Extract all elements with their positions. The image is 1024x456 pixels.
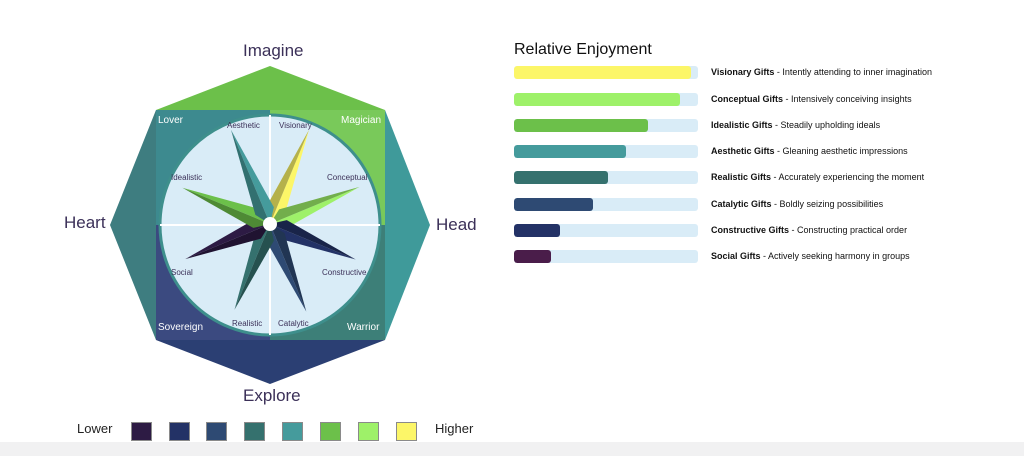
spoke-conceptual-light [270, 186, 360, 228]
spoke-catalytic-light [266, 224, 307, 312]
bar-track [514, 224, 698, 237]
center-dot [263, 217, 277, 231]
spoke-realistic-dark [234, 224, 274, 310]
gift-label-idealistic: Idealistic [171, 173, 203, 182]
corner-sovereign: Sovereign [158, 322, 204, 333]
bar-track [514, 93, 698, 106]
bar-track [514, 119, 698, 132]
row-label: Aesthetic Gifts - Gleaning aesthetic imp… [711, 146, 908, 156]
row-label: Constructive Gifts - Constructing practi… [711, 225, 908, 235]
explore-segment [156, 340, 385, 384]
spoke-constructive-dark [270, 220, 356, 260]
corner-lover: Lover [158, 115, 184, 126]
bar-track [514, 198, 698, 211]
heart-segment [110, 110, 156, 340]
gift-label-catalytic: Catalytic [278, 319, 309, 328]
corner-magician: Magician [341, 115, 382, 126]
bar-fill [514, 198, 594, 211]
row-label: Realistic Gifts - Accurately experiencin… [711, 172, 925, 182]
row-label: Visionary Gifts - Intently attending to … [711, 67, 932, 77]
row-label: Catalytic Gifts - Boldly seizing possibi… [711, 199, 884, 209]
enjoyment-title: Relative Enjoyment [514, 41, 652, 58]
bar-track [514, 250, 698, 263]
gift-star [182, 129, 360, 312]
spoke-aesthetic-dark [230, 129, 270, 224]
bar-track [514, 171, 698, 184]
gift-label-visionary: Visionary [279, 121, 312, 130]
spoke-aesthetic-light [230, 129, 274, 224]
spoke-catalytic-dark [270, 224, 307, 312]
spoke-realistic-light [234, 224, 270, 310]
bar-track [514, 66, 698, 79]
corner-warrior: Warrior [347, 322, 380, 333]
legend-swatch-7 [358, 422, 379, 441]
legend-higher-label: Higher [435, 421, 474, 436]
spoke-visionary-dark [266, 129, 310, 224]
bar-fill [514, 119, 649, 132]
spoke-social-dark [185, 224, 270, 260]
row-label: Idealistic Gifts - Steadily upholding id… [711, 120, 881, 130]
legend-swatch-6 [320, 422, 341, 441]
bar-fill [514, 250, 551, 263]
row-label: Conceptual Gifts - Intensively conceivin… [711, 94, 912, 104]
legend-swatch-4 [244, 422, 265, 441]
gift-label-conceptual: Conceptual [327, 173, 368, 182]
row-label: Social Gifts - Actively seeking harmony … [711, 251, 910, 261]
direction-imagine: Imagine [243, 41, 304, 60]
bar-fill [514, 66, 691, 79]
spoke-social-light [185, 220, 270, 260]
gift-label-constructive: Constructive [322, 268, 367, 277]
legend-swatch-5 [282, 422, 303, 441]
gifts-compass [110, 66, 430, 384]
gift-label-realistic: Realistic [232, 319, 263, 328]
legend-swatch-2 [169, 422, 190, 441]
spoke-idealistic-dark [182, 187, 270, 228]
legend-swatch-1 [131, 422, 152, 441]
bar-fill [514, 145, 627, 158]
imagine-segment [156, 66, 385, 110]
spoke-idealistic-light [182, 187, 270, 224]
gift-label-social: Social [171, 268, 193, 277]
spoke-visionary-light [270, 129, 310, 224]
spoke-constructive-light [270, 224, 356, 260]
head-segment [385, 110, 430, 340]
bar-fill [514, 171, 608, 184]
bottom-strip [0, 442, 1024, 456]
gift-label-aesthetic: Aesthetic [227, 121, 260, 130]
legend-swatch-3 [206, 422, 227, 441]
bar-fill [514, 224, 560, 237]
direction-explore: Explore [243, 386, 301, 405]
direction-heart: Heart [64, 213, 106, 232]
bar-fill [514, 93, 680, 106]
spoke-conceptual-dark [270, 186, 360, 224]
direction-head: Head [436, 215, 477, 234]
legend-lower-label: Lower [77, 421, 113, 436]
legend-swatch-8 [396, 422, 417, 441]
bar-track [514, 145, 698, 158]
